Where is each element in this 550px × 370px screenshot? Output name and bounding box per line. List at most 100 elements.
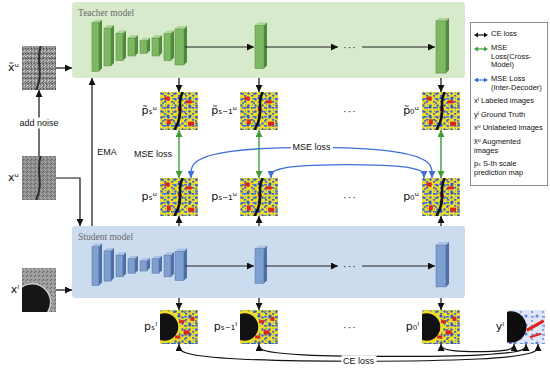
network-block (152, 259, 159, 273)
decoder-link (265, 47, 338, 48)
decoder-link (265, 266, 338, 267)
network-block (255, 249, 264, 284)
legend-text: MSE Loss (Inter-Decoder) (491, 75, 544, 92)
image-tile: p̃ₛᵘ (141, 92, 198, 130)
image-symbol: p₀ˡ (406, 321, 419, 334)
ellipsis-holder: ··· (343, 42, 357, 53)
crack-line (436, 178, 444, 216)
legend-row: MSE Loss (Inter-Decoder) (474, 75, 544, 92)
legend-text: x̃ᵘ Augmented images (474, 138, 544, 155)
crack-line (254, 92, 262, 130)
legend-text: MSE Loss(Cross-Model) (491, 44, 544, 70)
flow-arrow (56, 178, 80, 226)
image-symbol: pₛˡ (144, 321, 157, 334)
hole-region (22, 284, 51, 312)
image-ground (160, 178, 198, 216)
image-map (160, 92, 198, 130)
sample-line (477, 34, 485, 35)
flow-arrow (258, 78, 259, 92)
red-region (188, 208, 194, 212)
legend-row: CE loss (474, 30, 544, 39)
edge-label: add noise (17, 118, 60, 129)
red-region (450, 122, 456, 126)
block-side (159, 256, 162, 273)
block-side (159, 35, 162, 56)
image-ground (240, 92, 278, 130)
image-ground (422, 178, 460, 216)
edge-label-holder: EMA (95, 147, 119, 158)
image-map (22, 156, 56, 200)
block-side (111, 25, 114, 66)
edge-label-holder: add noise (17, 118, 60, 129)
image-tile: p̃₀ᵘ (403, 92, 460, 130)
red-region (429, 119, 433, 124)
network-block (175, 29, 184, 65)
ellipsis: ··· (343, 106, 357, 117)
drawing-g (39, 68, 538, 361)
red-region (179, 320, 184, 323)
block-side (123, 252, 126, 277)
sample-head (474, 47, 478, 52)
image-map (160, 310, 198, 344)
red-region (188, 122, 194, 126)
flow-arrow (440, 298, 441, 310)
red-region (167, 205, 171, 210)
image-ground (22, 156, 56, 200)
block-side (99, 20, 102, 72)
red-region (448, 186, 454, 189)
image-tile: p̃ₛ₋₁ᵘ (211, 92, 278, 130)
network-block (255, 25, 264, 68)
network-block (104, 28, 111, 66)
block-side (264, 246, 267, 284)
network-block (175, 252, 184, 281)
ellipsis: ··· (343, 322, 357, 333)
network-block (92, 23, 99, 72)
red-region (165, 183, 170, 187)
red-region (266, 100, 272, 103)
image-map (22, 268, 56, 312)
image-symbol: p̃ₛᵘ (141, 105, 157, 118)
image-map (22, 46, 56, 90)
panel-title: Teacher model (72, 6, 140, 21)
network-block (140, 261, 147, 271)
flow-arrow (56, 67, 72, 68)
block-side (147, 38, 150, 54)
image-ground (240, 178, 278, 216)
block-side (111, 248, 114, 281)
sample-head (484, 77, 488, 82)
image-symbol: pₛᵘ (141, 191, 157, 204)
network-block (128, 38, 135, 56)
legend-row: MSE Loss(Cross-Model) (474, 44, 544, 70)
legend-row: yˡ Ground Truth (474, 111, 544, 120)
image-tile: yˡ (496, 310, 545, 344)
network-block (116, 34, 123, 61)
block-side (184, 26, 187, 65)
image-symbol: p₀ᵘ (403, 191, 419, 204)
red-region (429, 205, 433, 210)
flow-arrow (56, 289, 72, 290)
image-symbol: xᵘ (8, 172, 19, 185)
flow-arrow (440, 216, 441, 226)
image-ground (422, 178, 460, 216)
image-ground (422, 92, 460, 130)
image-ground (22, 46, 56, 90)
red-region (452, 317, 456, 321)
crack-line (254, 178, 262, 216)
image-tile: xᵘ (8, 156, 56, 200)
red-region (266, 186, 272, 189)
model-panel: Teacher model (72, 2, 465, 78)
red-region (186, 186, 192, 189)
crack-line (36, 156, 40, 200)
decoder-link (185, 266, 254, 267)
network-block (152, 38, 159, 56)
ellipsis-holder: ··· (343, 261, 357, 272)
red-region (527, 321, 544, 331)
hole-region (160, 312, 180, 342)
red-region (448, 100, 454, 103)
cross-model-mse-arrow (258, 130, 259, 178)
image-tile: pₛᵘ (141, 178, 198, 216)
red-region (270, 317, 274, 321)
block-side (264, 22, 267, 68)
image-map (422, 92, 460, 130)
network-block (436, 245, 446, 287)
